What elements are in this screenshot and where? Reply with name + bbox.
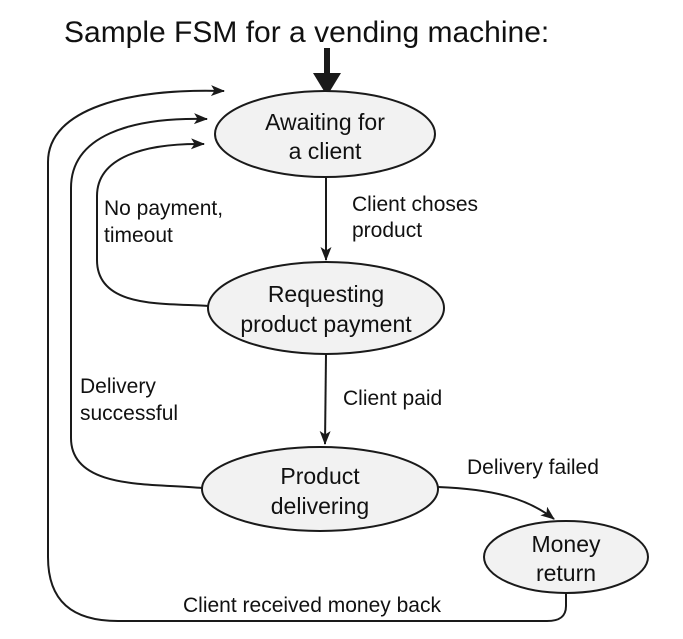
transition-client-paid-label: Client paid: [343, 387, 442, 410]
state-money-return: Money return: [483, 520, 649, 594]
state-delivering-label-line2: delivering: [271, 493, 369, 519]
transition-delivery-successful-label-line2: successful: [80, 402, 178, 425]
state-requesting: Requesting product payment: [207, 261, 445, 355]
state-delivering-label-line1: Product: [280, 463, 360, 489]
transition-delivery-successful-label-line1: Delivery: [80, 375, 156, 398]
transition-money-back-label: Client received money back: [183, 594, 441, 617]
transition-no-payment-arrow: [96, 138, 210, 307]
initial-state-arrow: [313, 48, 341, 96]
state-delivering: Product delivering: [201, 446, 439, 532]
transition-client-choses-label-line2: product: [352, 219, 422, 242]
state-requesting-label-line2: product payment: [240, 311, 412, 337]
state-requesting-ellipse: [207, 261, 445, 355]
state-requesting-label-line1: Requesting: [268, 281, 384, 307]
transition-money-back-arrow: [47, 85, 567, 622]
state-money-return-label-line1: Money: [531, 531, 601, 557]
state-money-return-ellipse: [483, 520, 649, 594]
initial-arrow-head-icon: [313, 73, 341, 96]
state-delivering-ellipse: [201, 446, 439, 532]
transition-delivery-successful-arrow: [70, 113, 208, 489]
transition-delivery-failed-label: Delivery failed: [467, 456, 599, 479]
state-awaiting-ellipse: [214, 90, 436, 178]
state-awaiting-label-line2: a client: [289, 138, 362, 164]
state-awaiting-label-line1: Awaiting for: [265, 109, 385, 135]
transition-no-payment-label-line2: timeout: [104, 224, 173, 247]
transition-no-payment-label-line1: No payment,: [104, 197, 223, 220]
transition-delivery-failed-arrow: [437, 486, 555, 520]
transition-client-paid-arrow: [319, 353, 331, 445]
state-money-return-label-line2: return: [536, 560, 596, 586]
transition-client-choses-label-line1: Client choses: [352, 193, 478, 216]
page-title: Sample FSM for a vending machine:: [64, 16, 549, 49]
state-awaiting: Awaiting for a client: [214, 90, 436, 178]
